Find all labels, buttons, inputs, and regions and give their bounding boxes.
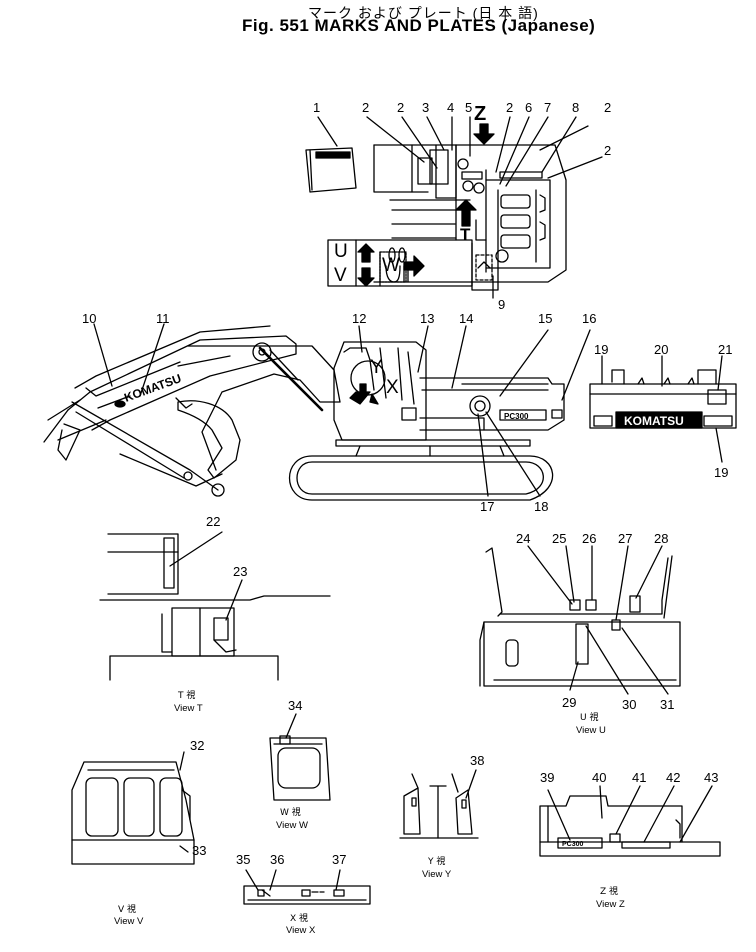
- callout-43: 43: [704, 770, 719, 785]
- view-y-drawing: [400, 770, 478, 838]
- callout-32: 32: [190, 738, 205, 753]
- callout-37: 37: [332, 852, 347, 867]
- view-u-caption: View U: [576, 725, 606, 736]
- callout-28: 28: [654, 531, 669, 546]
- view-v-drawing: [72, 752, 194, 864]
- view-w-caption: View W: [276, 820, 309, 831]
- callout-36: 36: [270, 852, 285, 867]
- callout-2: 2: [604, 143, 612, 158]
- view-u-caption-jp: U 視: [580, 713, 599, 723]
- callout-34: 34: [288, 698, 303, 713]
- callout-16: 16: [582, 311, 597, 326]
- view-letter-w: W: [382, 255, 400, 276]
- view-z-caption: View Z: [596, 899, 625, 910]
- view-y-caption-jp: Y 視: [428, 857, 446, 867]
- view-y-caption: View Y: [422, 869, 452, 880]
- excavator-side-view: KOMATSU PC300: [44, 324, 736, 500]
- callout-7: 7: [544, 100, 552, 115]
- callout-23: 23: [233, 564, 248, 579]
- view-w-caption-jp: W 視: [280, 808, 301, 818]
- callout-4: 4: [447, 100, 455, 115]
- callout-29: 29: [562, 695, 577, 710]
- callout-38: 38: [470, 753, 485, 768]
- callout-2: 2: [604, 100, 612, 115]
- view-u-drawing: [480, 546, 680, 694]
- side-brand-decal: KOMATSU: [624, 414, 684, 428]
- view-t-caption-jp: T 視: [178, 691, 196, 701]
- callout-15: 15: [538, 311, 553, 326]
- view-letter-v: V: [334, 265, 347, 286]
- body-model-decal: PC300: [504, 412, 529, 421]
- view-z-model-decal: PC300: [562, 841, 584, 848]
- view-z-caption-jp: Z 視: [600, 887, 619, 897]
- callout-39: 39: [540, 770, 555, 785]
- callout-19: 19: [714, 465, 729, 480]
- title-japanese: マーク および プレート (日 本 語): [308, 5, 539, 21]
- view-letter-x: X: [386, 377, 399, 398]
- view-v-caption: View V: [114, 916, 144, 927]
- callout-40: 40: [592, 770, 607, 785]
- callout-3: 3: [422, 100, 430, 115]
- callout-21: 21: [718, 342, 733, 357]
- view-x-caption-jp: X 視: [290, 914, 309, 924]
- view-v-caption-jp: V 視: [118, 905, 137, 915]
- callout-24: 24: [516, 531, 531, 546]
- callout-2: 2: [397, 100, 405, 115]
- callout-17: 17: [480, 499, 495, 514]
- callout-6: 6: [525, 100, 533, 115]
- callout-33: 33: [192, 843, 207, 858]
- view-x-caption: View X: [286, 925, 316, 936]
- view-letter-t: T: [460, 225, 471, 244]
- callout-41: 41: [632, 770, 647, 785]
- callout-35: 35: [236, 852, 251, 867]
- view-z-drawing: PC300: [540, 786, 720, 856]
- view-w-drawing: [270, 714, 330, 800]
- callout-25: 25: [552, 531, 567, 546]
- callout-20: 20: [654, 342, 669, 357]
- callout-5: 5: [465, 100, 473, 115]
- arm-brand-decal: KOMATSU: [122, 371, 183, 405]
- figure-title: Fig. 551 MARKS AND PLATES (Japanese): [242, 16, 596, 35]
- view-x-drawing: [244, 870, 370, 904]
- callout-31: 31: [660, 697, 675, 712]
- callout-13: 13: [420, 311, 435, 326]
- view-t-drawing: [100, 532, 330, 680]
- callout-9: 9: [498, 297, 506, 312]
- callout-14: 14: [459, 311, 474, 326]
- callout-1: 1: [313, 100, 321, 115]
- view-letter-z: Z: [474, 103, 487, 125]
- callout-19: 19: [594, 342, 609, 357]
- callout-30: 30: [622, 697, 637, 712]
- callout-10: 10: [82, 311, 97, 326]
- callout-11: 11: [156, 311, 170, 326]
- callout-12: 12: [352, 311, 367, 326]
- callout-8: 8: [572, 100, 580, 115]
- view-letter-u: U: [334, 241, 348, 262]
- view-t-caption: View T: [174, 703, 203, 714]
- callout-27: 27: [618, 531, 633, 546]
- callout-2: 2: [362, 100, 370, 115]
- callout-18: 18: [534, 499, 549, 514]
- callout-42: 42: [666, 770, 681, 785]
- callout-22: 22: [206, 514, 221, 529]
- upper-structure-top-view: [306, 117, 602, 298]
- callout-2: 2: [506, 100, 514, 115]
- view-letter-y: Y: [370, 357, 383, 378]
- callout-26: 26: [582, 531, 597, 546]
